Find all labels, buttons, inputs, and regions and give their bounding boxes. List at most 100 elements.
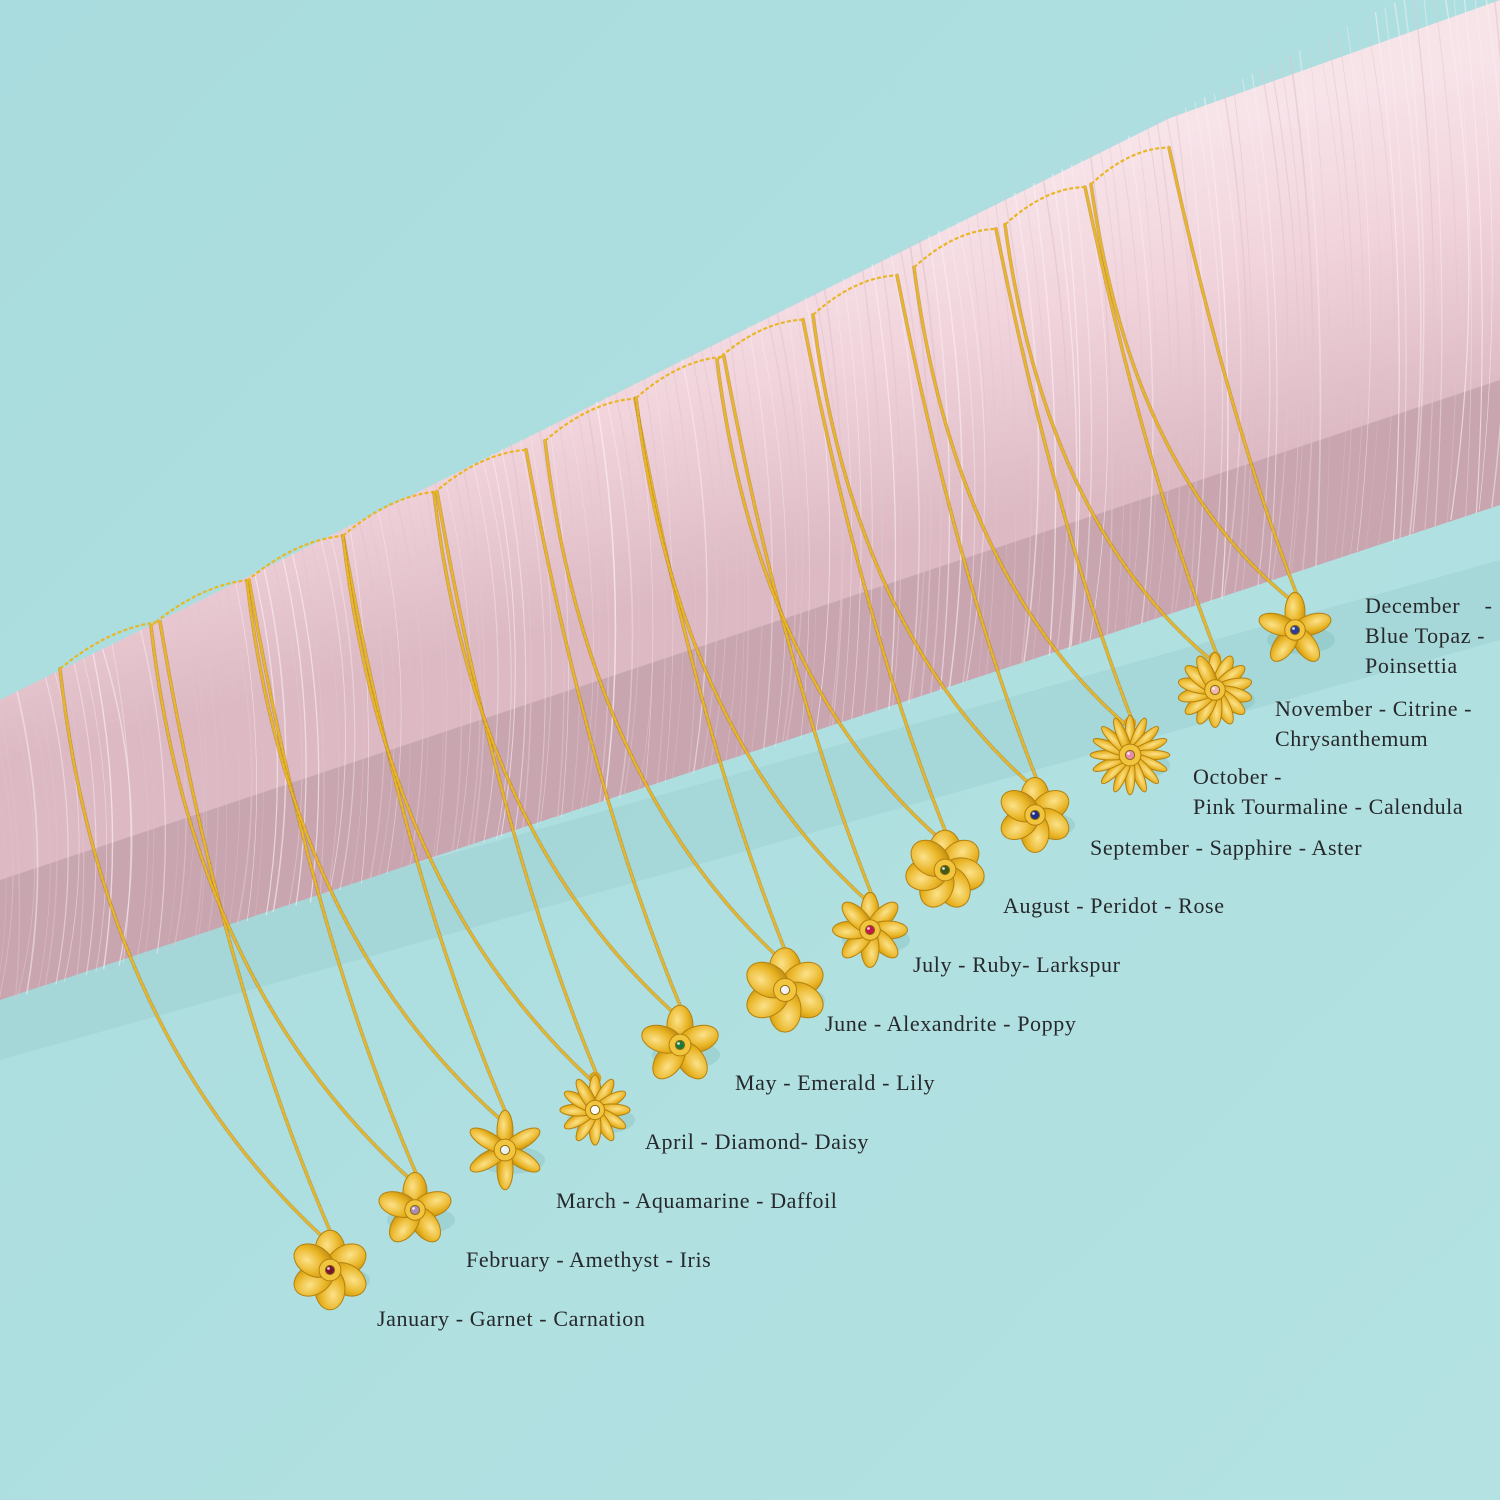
rose-icon (905, 829, 985, 908)
tube-fibre (966, 216, 988, 679)
carnation-icon (293, 1229, 370, 1311)
gem-glint (327, 1267, 330, 1270)
gem-glint (942, 867, 945, 870)
gold-chain (715, 358, 943, 842)
tube-fibre (728, 335, 750, 758)
label-june: June - Alexandrite - Poppy (825, 1009, 1076, 1039)
label-march-text: March - Aquamarine - Daffoil (556, 1188, 838, 1213)
tube-fibre (1042, 178, 1070, 653)
tube-fibre (63, 667, 85, 979)
gold-chain (245, 579, 503, 1122)
gem-stone (1029, 809, 1041, 821)
gold-chain (150, 578, 250, 627)
tube-fibre (1004, 197, 1032, 666)
tube-fibre (491, 453, 516, 837)
tube-fibre (216, 591, 241, 928)
tube-fibre (405, 496, 429, 865)
gem-stone (589, 1104, 601, 1116)
tube-fibre (624, 387, 654, 792)
tube-fibre (690, 354, 718, 770)
gem-stone (409, 1204, 421, 1216)
aster-icon (1000, 776, 1075, 853)
tube-fibre (349, 525, 369, 884)
gold-chain (543, 439, 783, 962)
tube-fibre (1444, 0, 1470, 520)
label-october: October - Pink Tourmaline - Calendula (1193, 762, 1463, 822)
tube-fibre (1356, 21, 1381, 549)
tube-fibre (377, 510, 402, 875)
tube-fibre (937, 230, 964, 688)
chains (58, 145, 1301, 1242)
tube-fibre (1194, 102, 1224, 603)
paper-tube (0, 0, 1500, 1000)
tube-fibre (1061, 168, 1081, 647)
label-august-text: August - Peridot - Rose (1003, 893, 1225, 918)
gem-stone (864, 924, 876, 936)
tube-fibre (776, 311, 804, 742)
label-january-text: January - Garnet - Carnation (377, 1306, 646, 1331)
gem-glint (1127, 752, 1130, 755)
label-may: May - Emerald - Lily (735, 1068, 935, 1098)
gold-chain (634, 396, 868, 902)
tube-fibre (643, 377, 667, 786)
tube-fibre (1365, 16, 1395, 546)
tube-fibre (101, 648, 133, 967)
tube-fibre (368, 515, 396, 878)
tube-fibre (16, 691, 39, 995)
gold-chain (1004, 185, 1086, 226)
label-november: November - Citrine - Chrysanthemum (1275, 694, 1472, 754)
tube-fibre (662, 368, 685, 780)
tube-fibre (1251, 73, 1278, 584)
tube-fibre (1051, 173, 1078, 650)
tube-fibre (976, 211, 997, 675)
tube-fibre (121, 639, 149, 960)
poinsettia-icon (1258, 591, 1335, 662)
tube-fibre (168, 615, 196, 944)
gold-chain (247, 578, 421, 1182)
tube-fibre (1463, 0, 1483, 514)
tube-fibre (757, 320, 787, 748)
pendants (293, 591, 1335, 1311)
tube-fibre (833, 282, 852, 723)
tube-fibre (595, 401, 617, 802)
tube-fibre (1453, 0, 1472, 517)
gem-stone (939, 864, 951, 876)
gold-chain (342, 490, 438, 537)
gold-chain (716, 318, 804, 361)
tube-fibre (1023, 187, 1047, 660)
tube-fibre (1423, 0, 1443, 527)
tube-fibre (320, 539, 347, 894)
gold-chain (435, 490, 601, 1082)
label-november-line2: Chrysanthemum (1275, 726, 1429, 751)
tube-fibre (1289, 54, 1314, 571)
tube-fibre (1434, 0, 1458, 524)
tube-fibre (282, 558, 307, 906)
tube-fibre (529, 434, 552, 824)
gold-chain (801, 318, 951, 842)
tube-fibre (1413, 0, 1435, 530)
tube-fibre (482, 458, 512, 840)
gem-glint (502, 1147, 505, 1150)
tube-fibre (225, 586, 253, 925)
tube-fibre (719, 339, 745, 761)
label-august: August - Peridot - Rose (1003, 891, 1225, 921)
gold-chain (158, 620, 336, 1242)
tube-fibre (44, 677, 69, 985)
gold-chain (1089, 183, 1293, 602)
iris-icon (378, 1171, 455, 1243)
label-december-line2: Blue Topaz - (1365, 623, 1486, 648)
tube-fibre (1346, 26, 1371, 552)
gem-glint (412, 1207, 415, 1210)
gold-chain (1083, 185, 1221, 662)
tube-fibre (880, 259, 902, 707)
tube-fibre (92, 653, 114, 970)
tube-fibre (1270, 64, 1300, 577)
label-april: April - Diamond- Daisy (645, 1127, 869, 1157)
tube-fibre (871, 263, 897, 710)
label-december-line3: Poinsettia (1365, 653, 1458, 678)
label-december: December - Blue Topaz - Poinsettia (1365, 591, 1493, 681)
larkspur-icon (832, 891, 910, 968)
tube-fibre (1384, 7, 1407, 539)
